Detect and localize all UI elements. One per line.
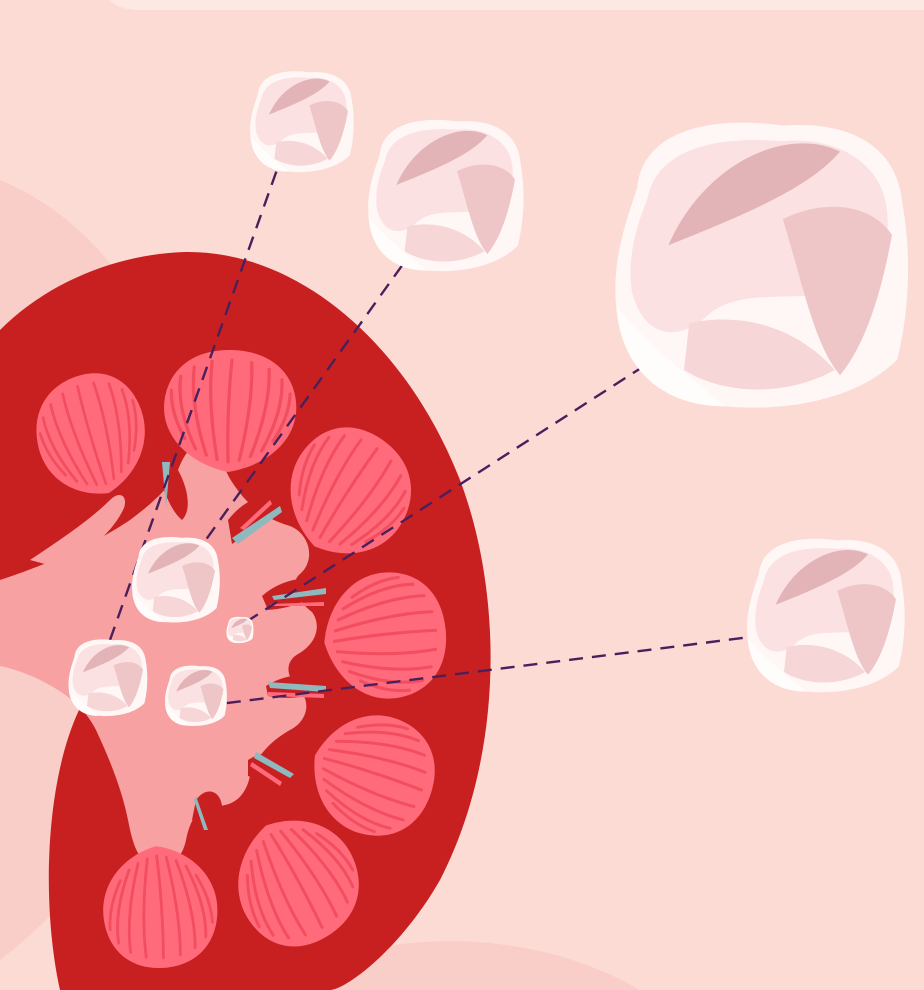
top-panel — [110, 0, 924, 10]
enlarged-stone-3 — [615, 123, 908, 408]
stone-in-kidney-1 — [132, 537, 220, 623]
stone-in-kidney-4 — [165, 666, 227, 726]
stone-in-kidney-3 — [69, 639, 148, 716]
enlarged-stone-2 — [368, 120, 523, 271]
stone-in-kidney-2 — [226, 617, 253, 643]
enlarged-stone-4 — [747, 539, 905, 692]
enlarged-stone-1 — [250, 71, 354, 172]
